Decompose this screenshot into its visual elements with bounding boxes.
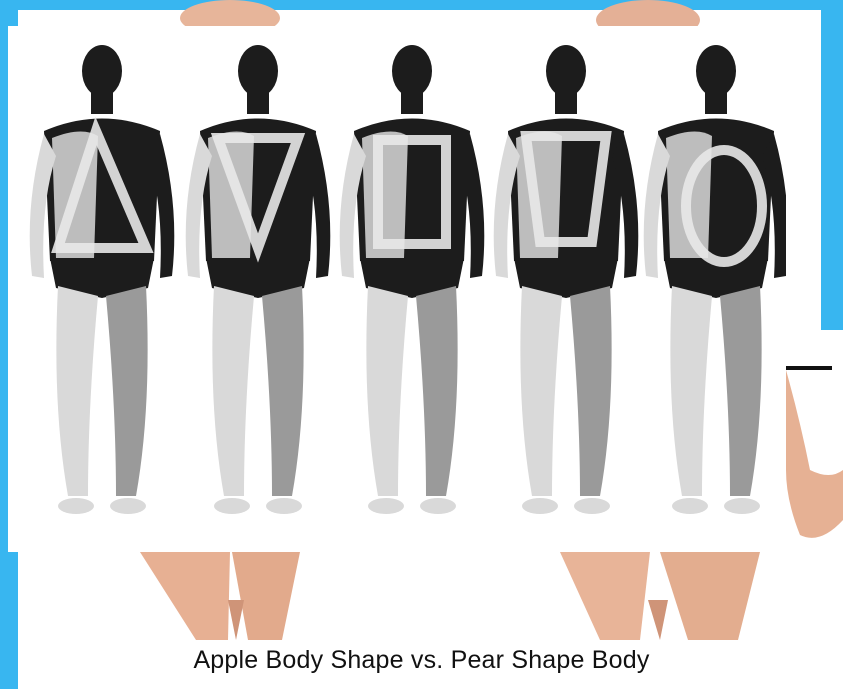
figure-triangle (30, 45, 175, 514)
caption: Apple Body Shape vs. Pear Shape Body (0, 646, 843, 675)
body-shapes-illustration (8, 26, 786, 552)
figure-oval (644, 45, 786, 514)
figure-inverted-triangle (186, 45, 331, 514)
figure-rectangle (340, 45, 485, 514)
figure-trapezoid (494, 45, 639, 514)
